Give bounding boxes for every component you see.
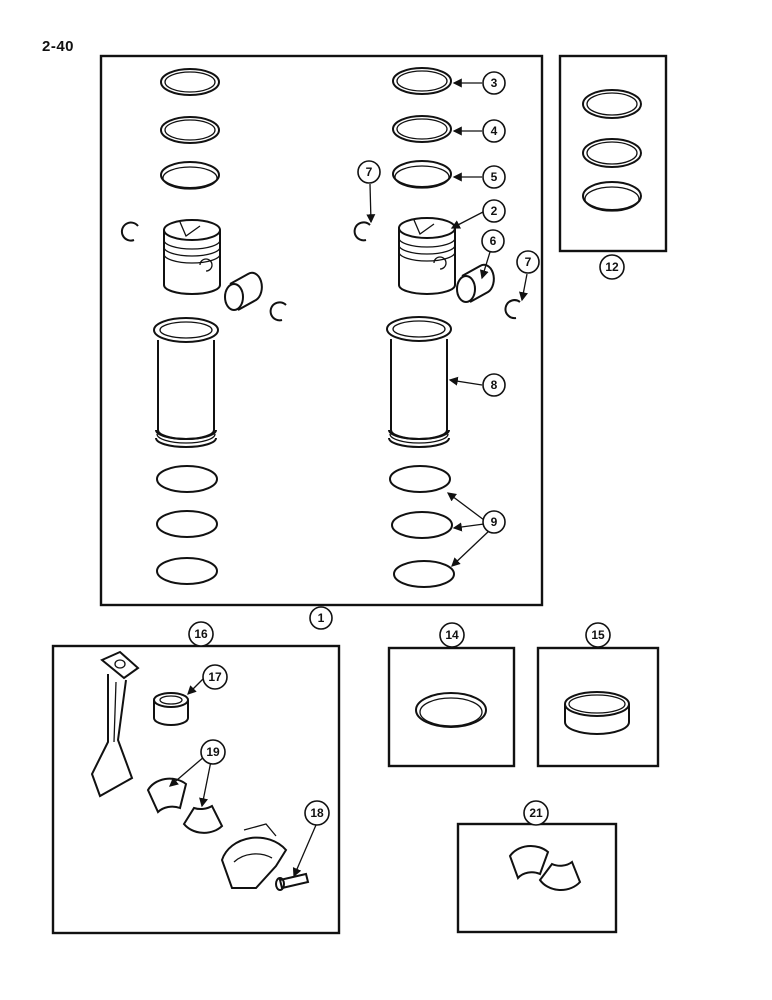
svg-text:2: 2 [491, 204, 498, 218]
piston-right [398, 217, 456, 295]
piston-ring-right-top [392, 67, 452, 95]
svg-text:17: 17 [208, 670, 222, 684]
svg-text:6: 6 [490, 234, 497, 248]
callout-2: 2 [482, 199, 506, 223]
main-bearing-shell-upper [508, 844, 550, 880]
cylinder-liner-right [386, 316, 452, 448]
svg-text:19: 19 [206, 745, 220, 759]
snap-ring-left-pin [269, 301, 287, 322]
cylinder-liner-left [153, 317, 219, 448]
callout-7-left: 7 [357, 160, 381, 184]
svg-text:1: 1 [318, 611, 325, 625]
kit-box-21 [456, 822, 618, 934]
svg-text:8: 8 [491, 378, 498, 392]
svg-text:7: 7 [366, 165, 373, 179]
callout-14: 14 [439, 622, 465, 648]
piston-ring-left-top [160, 68, 220, 96]
snap-ring-left [120, 221, 139, 242]
callout-15: 15 [585, 622, 611, 648]
ring-set-ring-2 [582, 138, 642, 168]
o-ring-right-1 [389, 465, 451, 493]
snap-ring-right [353, 221, 371, 242]
svg-text:4: 4 [491, 124, 498, 138]
bearing-shell-lower [182, 804, 224, 834]
seal-ring [415, 692, 487, 728]
kit-box-15 [536, 646, 660, 768]
callout-9: 9 [482, 510, 506, 534]
svg-text:7: 7 [525, 255, 532, 269]
callout-3: 3 [482, 71, 506, 95]
piston-left [163, 219, 221, 295]
callout-6: 6 [481, 229, 505, 253]
callout-4: 4 [482, 119, 506, 143]
svg-text:18: 18 [310, 806, 324, 820]
callout-7-right: 7 [516, 250, 540, 274]
svg-text:14: 14 [445, 628, 459, 642]
svg-text:3: 3 [491, 76, 498, 90]
bearing-shell-upper [146, 777, 188, 814]
svg-text:15: 15 [591, 628, 605, 642]
kit-box-14 [387, 646, 516, 768]
piston-pin-left [224, 271, 263, 311]
svg-text:21: 21 [529, 806, 543, 820]
piston-ring-left-middle [160, 116, 220, 144]
piston-ring-left-oil [160, 161, 220, 190]
piston-ring-right-middle [392, 115, 452, 143]
connecting-rod-bolt [275, 872, 310, 891]
kit-box-12 [558, 54, 668, 253]
svg-text:5: 5 [491, 170, 498, 184]
o-ring-left-1 [156, 465, 218, 493]
callout-12: 12 [599, 254, 625, 280]
connecting-rod [90, 650, 140, 798]
o-ring-left-3 [156, 557, 218, 585]
callout-1: 1 [309, 606, 333, 630]
o-ring-right-2 [391, 511, 453, 539]
callout-18: 18 [304, 800, 330, 826]
piston-ring-right-oil [392, 160, 452, 189]
ring-set-ring-1 [582, 89, 642, 119]
page-number: 2-40 [42, 38, 75, 55]
svg-text:16: 16 [194, 627, 208, 641]
piston-pin-right [456, 263, 495, 303]
callout-17: 17 [202, 664, 228, 690]
o-ring-right-3 [393, 560, 455, 588]
kit-box-1 [99, 54, 544, 607]
svg-text:12: 12 [605, 260, 619, 274]
o-ring-left-2 [156, 510, 218, 538]
callout-5: 5 [482, 165, 506, 189]
callout-21: 21 [523, 800, 549, 826]
main-bearing-shell-lower [538, 860, 582, 891]
callout-8: 8 [482, 373, 506, 397]
kit-box-16 [51, 644, 341, 935]
piston-pin-bushing [153, 692, 189, 726]
callout-16: 16 [188, 621, 214, 647]
wear-sleeve [564, 691, 630, 735]
snap-ring-right-pin [504, 299, 521, 320]
svg-text:9: 9 [491, 515, 498, 529]
ring-set-ring-3 [582, 181, 642, 212]
callout-19: 19 [200, 739, 226, 765]
connecting-rod-cap [220, 823, 288, 889]
